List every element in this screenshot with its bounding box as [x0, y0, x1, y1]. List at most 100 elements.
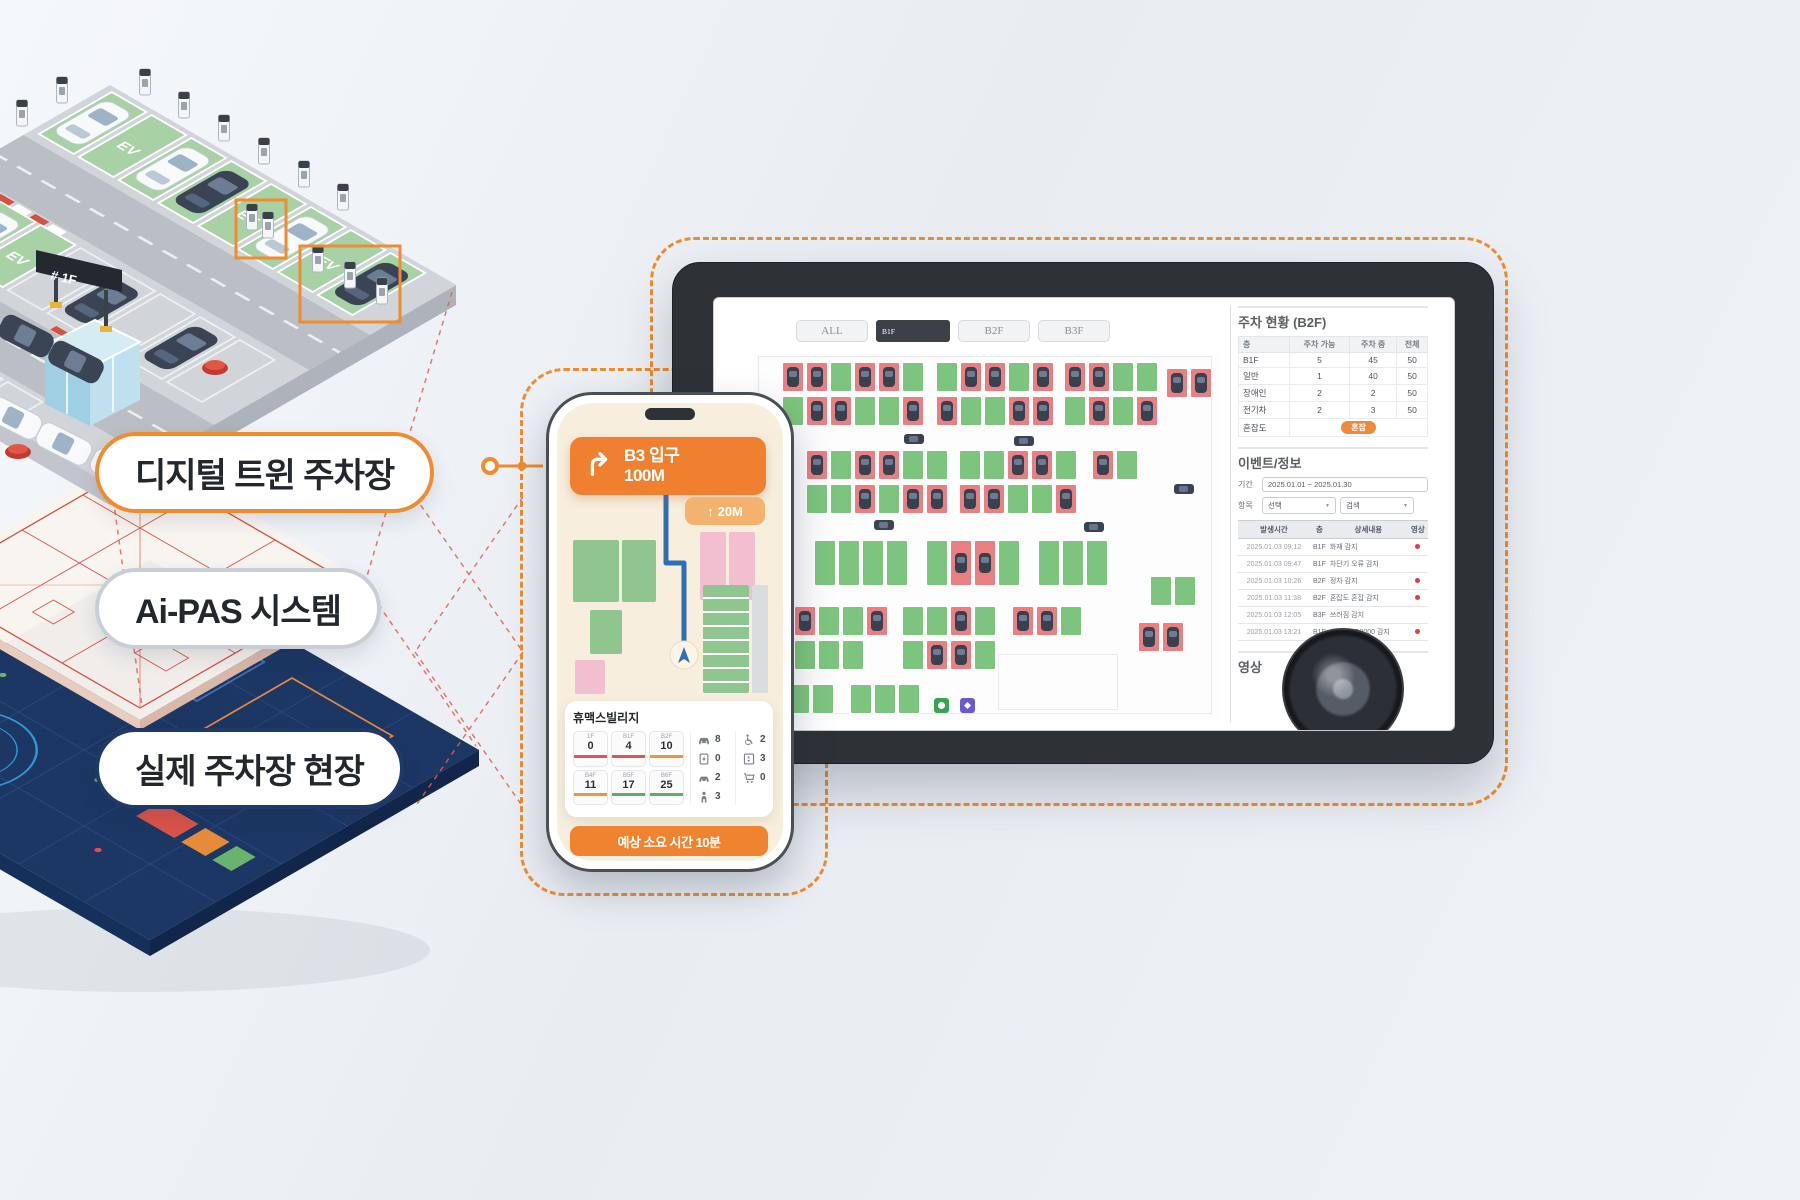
car-icon: [883, 367, 895, 387]
event-col-header: 발생시간: [1238, 520, 1310, 539]
car-icon: [871, 611, 883, 631]
status-panel-title: 주차 현황 (B2F): [1238, 306, 1428, 331]
parking-spot-free: [1136, 362, 1158, 392]
parking-spot-free: [812, 684, 834, 714]
car-icon: [907, 489, 919, 509]
parking-spot-free: [974, 640, 996, 670]
car-icon: [907, 401, 919, 421]
parking-spot-free: [878, 396, 900, 426]
parking-spot-occupied: [1166, 368, 1188, 398]
facility-count: 8: [697, 731, 729, 748]
parking-spot-free: [886, 540, 908, 586]
car-icon: [811, 367, 823, 387]
event-panel-title: 이벤트/정보: [1238, 447, 1428, 472]
parking-spot-occupied: [854, 362, 876, 392]
car-icon: [955, 611, 967, 631]
charger-highlight-box: [234, 198, 288, 260]
secondary-distance-value: 20M: [717, 503, 743, 519]
cleaning-robot: [5, 360, 228, 459]
car-icon: [931, 645, 943, 665]
camera-icon: [934, 698, 949, 713]
parking-spot-occupied: [950, 606, 972, 636]
car-icon: [811, 401, 823, 421]
parking-spot-occupied: [1092, 450, 1114, 480]
search-select[interactable]: 검색 ▼: [1340, 497, 1414, 514]
tab-all[interactable]: ALL: [796, 320, 868, 342]
event-col-header: 영상: [1407, 520, 1428, 539]
parking-spot-free: [1031, 484, 1053, 514]
parking-spot-occupied: [926, 640, 948, 670]
car-icon: [835, 401, 847, 421]
parking-spot-occupied: [960, 362, 982, 392]
parking-spot-free: [926, 606, 948, 636]
entrance-gate-sign: # 1F: [36, 250, 122, 332]
parking-map-spots: [754, 354, 1220, 720]
parking-spot-occupied: [878, 362, 900, 392]
building-name: 휴맥스빌리지: [573, 711, 640, 725]
facility-count-value: 3: [760, 753, 766, 764]
video-indicator-dot[interactable]: [1415, 543, 1421, 549]
car-icon: [1093, 367, 1105, 387]
parking-spot-free: [998, 540, 1020, 586]
period-input[interactable]: 2025.01.01 ~ 2025.01.30: [1262, 477, 1428, 492]
video-indicator-dot[interactable]: [1415, 577, 1421, 583]
parking-spot-occupied: [984, 362, 1006, 392]
parking-spot-free: [960, 396, 982, 426]
parking-spot-free: [850, 684, 872, 714]
parking-spot-free: [898, 684, 920, 714]
facility-count: 3: [697, 788, 729, 805]
tab-b2f[interactable]: B2F: [958, 320, 1030, 342]
car-icon: [859, 455, 871, 475]
car-icon: [955, 553, 967, 573]
nav-destination: B3 입구: [624, 445, 680, 465]
facility-count-value: 0: [715, 753, 721, 764]
parking-spot-occupied: [830, 396, 852, 426]
cart-icon: [742, 771, 756, 785]
car-icon: [1167, 627, 1179, 647]
parking-spot-free: [838, 540, 860, 586]
parking-spot-occupied: [878, 450, 900, 480]
car-icon: [988, 489, 1000, 509]
car-icon: [1012, 455, 1024, 475]
cctv-fisheye-image: [1282, 628, 1404, 730]
status-col-header: 층: [1238, 336, 1290, 353]
tab-b3f[interactable]: B3F: [1038, 320, 1110, 342]
parking-spot-free: [1174, 576, 1196, 606]
video-indicator-dot[interactable]: [1415, 594, 1421, 600]
tab-b1f[interactable]: B1F: [876, 320, 950, 342]
car-icon: [1174, 484, 1194, 494]
video-indicator-dot[interactable]: [1415, 628, 1421, 634]
compact-car-icon: [697, 771, 711, 785]
parking-spot-occupied: [1064, 362, 1086, 392]
car-icon: [1084, 522, 1104, 532]
parking-spot-free: [818, 606, 840, 636]
car-icon: [941, 401, 953, 421]
parking-spot-free: [902, 450, 924, 480]
eta-button[interactable]: 예상 소요 시간 10분: [570, 826, 768, 856]
parking-spot-free: [818, 640, 840, 670]
congestion-row: 혼잡도 혼잡: [1238, 418, 1428, 437]
parking-spot-occupied: [806, 362, 828, 392]
real-site-label: 실제 주차장 현장: [95, 728, 404, 809]
parking-spot-free: [926, 540, 948, 586]
item-select[interactable]: 선택 ▼: [1262, 497, 1336, 514]
parking-spot-occupied: [1136, 396, 1158, 426]
parking-spot-free: [874, 684, 896, 714]
parking-spot-free: [1150, 576, 1172, 606]
